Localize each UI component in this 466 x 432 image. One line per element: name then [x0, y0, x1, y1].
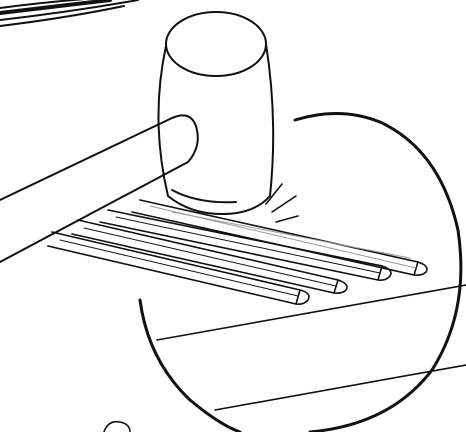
panel-corner	[0, 0, 138, 26]
strip-icon	[48, 200, 427, 304]
table-edge	[157, 285, 466, 410]
small-circle-marker	[104, 422, 130, 432]
mallet-icon	[158, 12, 273, 214]
